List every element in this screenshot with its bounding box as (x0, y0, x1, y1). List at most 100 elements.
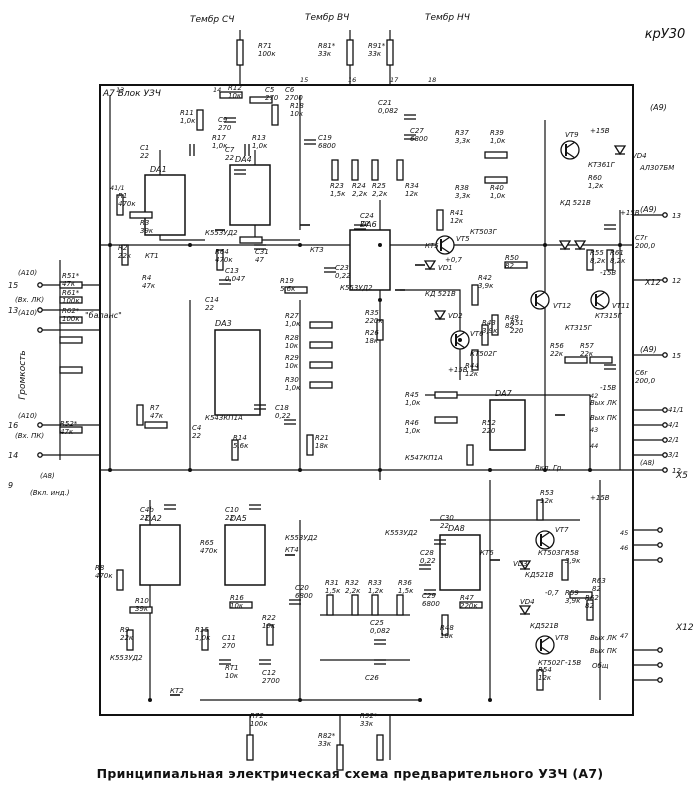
right-terminal-number: 15 (672, 352, 681, 360)
component-value: 10к (230, 602, 244, 610)
component-value: 12к (540, 497, 554, 505)
resistor (586, 249, 594, 271)
resistor (471, 284, 479, 306)
transistor-vt11 (590, 290, 610, 310)
chip-da1 (144, 174, 186, 236)
component-value: 1,0к (285, 320, 301, 328)
component-value: 1,0к (180, 117, 196, 125)
resistor (351, 594, 359, 616)
left-terminal-number: 15 (8, 281, 18, 290)
diode-type: КД 521В (425, 290, 456, 298)
test-point-kt1: КТ1 (145, 252, 159, 260)
component-designator: R49 (505, 314, 519, 322)
component-value: 22 (140, 152, 149, 160)
supply-plus: +15В (620, 209, 640, 217)
component-designator: R91* (368, 42, 386, 50)
vd2-label: VD2 (448, 312, 463, 320)
component-designator: R17 (212, 134, 226, 142)
resistor (249, 96, 273, 104)
connector-a10: (А10) (18, 269, 37, 277)
connector-a9: (А9) (640, 345, 657, 354)
transistor-vt9-collector (565, 141, 576, 149)
component-designator: R30 (285, 376, 299, 384)
resistor (371, 594, 379, 616)
transistor-vt8-emitter (540, 646, 551, 654)
component-designator: R22 (262, 614, 276, 622)
component-value: 22 (225, 514, 234, 522)
terminal-pin (657, 647, 663, 653)
component-value: 270 (222, 642, 236, 650)
component-value: 470к (95, 572, 113, 580)
vt11-label: VT11 (612, 302, 630, 310)
resistor (231, 439, 239, 461)
component-designator: R42 (478, 274, 492, 282)
resistor (536, 669, 544, 691)
resistor (434, 416, 458, 424)
component-designator: R56 (550, 342, 564, 350)
vt5-type: КТ503Г (470, 228, 498, 236)
vt6-label: VT6 (470, 330, 484, 338)
component-value: 10к (225, 672, 239, 680)
wire (400, 289, 461, 380)
terminal-pin (37, 282, 43, 288)
component-designator: R71 (258, 42, 272, 50)
component-designator: R52* (60, 420, 78, 428)
component-value: 6800 (410, 135, 428, 143)
tone-low-label: Тембр НЧ (425, 13, 470, 23)
board-frame (99, 84, 634, 716)
component-designator: C6r (635, 369, 648, 377)
component-value: 47к (62, 280, 76, 288)
terminal-pin (657, 662, 663, 668)
component-value: 100к (250, 720, 268, 728)
output-right-label: Вых ПК (590, 414, 618, 422)
input-left-label: (Вх. ЛК) (15, 296, 44, 304)
component-designator: C1 (140, 144, 149, 152)
component-value: 0,047 (225, 275, 246, 283)
component-value: 82 (585, 602, 594, 610)
component-value: 22 (140, 514, 149, 522)
component-designator: R3 (140, 219, 149, 227)
component-value: 22к (120, 634, 134, 642)
vd4-label: VD4 (632, 152, 647, 160)
component-designator: C13 (225, 267, 239, 275)
volume-label: Громкость (18, 350, 28, 399)
component-designator: R14 (233, 434, 247, 442)
transistor-vt12 (530, 290, 550, 310)
board-pin-number: 41/1 (110, 184, 125, 192)
component-designator: C6 (285, 86, 295, 94)
loudness-label: Вкл. Гр. (535, 464, 564, 472)
transistor-vt6-collector (455, 331, 466, 339)
component-designator: R47 (460, 594, 474, 602)
transistor-vt5-collector (440, 236, 451, 244)
component-value: 18к (365, 337, 379, 345)
resistor (436, 209, 444, 231)
diode-vd1 (423, 260, 437, 271)
test-point-kt5: КТ5 (425, 242, 439, 250)
chip-da8 (439, 534, 481, 591)
terminal-pin (37, 452, 43, 458)
component-designator: R38 (455, 184, 469, 192)
resistor (229, 601, 253, 609)
component-designator: R61* (62, 289, 80, 297)
connector-a10: (А10) (18, 412, 37, 420)
resistor (376, 319, 384, 341)
chip-da6 (349, 229, 391, 291)
component-designator: R60 (588, 174, 602, 182)
component-value: 22к (550, 350, 564, 358)
diode-vd4b (518, 605, 532, 616)
component-value: 100к (62, 315, 80, 323)
component-designator: C4 (192, 424, 201, 432)
component-value: 6800 (318, 142, 336, 150)
component-designator: C14 (205, 296, 219, 304)
component-value: 1,2к (368, 587, 384, 595)
component-designator: R26 (365, 329, 379, 337)
led-vd4 (613, 145, 627, 156)
junction-dot (418, 698, 422, 702)
component-designator: C26 (365, 674, 379, 682)
vt9-type: КТ361Г (588, 161, 616, 169)
junction-dot (378, 243, 382, 247)
component-designator: R50 (505, 254, 519, 262)
terminal-pin (657, 557, 663, 563)
resistor (371, 159, 379, 181)
right-terminal-number: 2/1 (668, 436, 679, 444)
